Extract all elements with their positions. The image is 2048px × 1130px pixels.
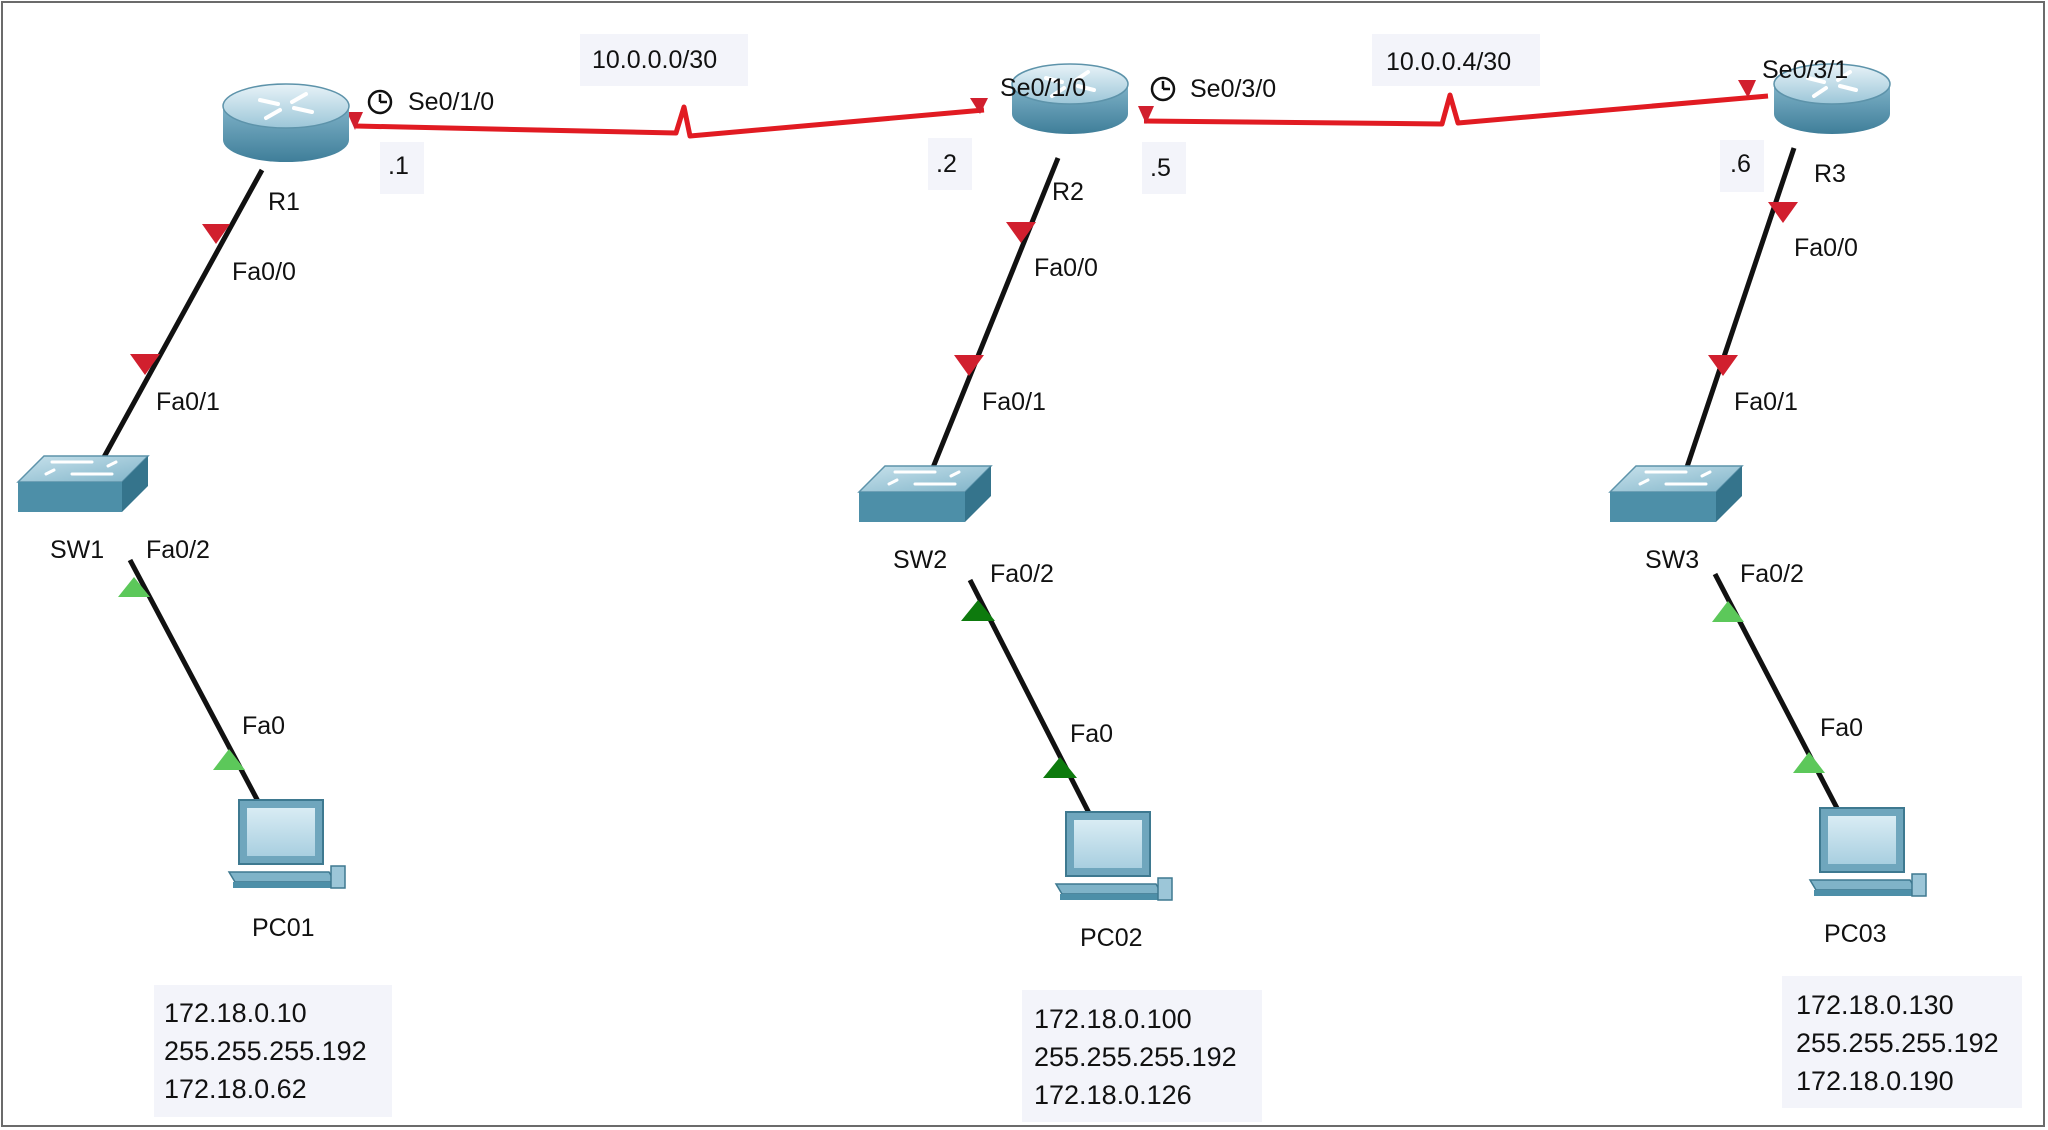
port-indicator-pc01-fa0	[213, 749, 245, 770]
port-label-sw3-fa0-2: Fa0/2	[1740, 560, 1804, 588]
serial-link-r2-r3[interactable]	[1143, 92, 1769, 127]
pc01-ip-address: 172.18.0.10	[164, 998, 307, 1028]
port-indicator-sw1-fa0-2	[118, 577, 150, 597]
network-label-r2-r3: 10.0.0.4/30	[1386, 48, 1511, 76]
pc03-ip-address: 172.18.0.130	[1796, 990, 1954, 1020]
pc02-default-gateway: 172.18.0.126	[1034, 1080, 1192, 1110]
host-label-r3: .6	[1730, 150, 1751, 178]
port-indicator-pc02-fa0	[1043, 757, 1077, 778]
host-note-r1-bg	[380, 142, 424, 194]
pc03-subnet-mask: 255.255.255.192	[1796, 1028, 1999, 1058]
host-note-r3-bg	[1720, 140, 1764, 192]
port-indicator-sw1-fa0-1	[130, 354, 160, 375]
device-label-sw1: SW1	[50, 536, 104, 564]
port-indicator-pc03-fa0	[1793, 752, 1825, 773]
device-label-sw3: SW3	[1645, 546, 1699, 574]
pc03-ip-note-bg	[1782, 976, 2022, 1108]
port-label-r3-se0-3-1: Se0/3/1	[1762, 56, 1848, 84]
port-label-sw1-fa0-1: Fa0/1	[156, 388, 220, 416]
pc02-subnet-mask: 255.255.255.192	[1034, 1042, 1237, 1072]
device-label-r2: R2	[1052, 178, 1084, 206]
ethernet-link-r2-sw2[interactable]	[929, 157, 1061, 471]
ethernet-link-r3-sw3[interactable]	[1683, 147, 1797, 471]
clock-icon	[1150, 76, 1176, 102]
port-indicator-r3-fa0-0	[1768, 202, 1798, 223]
pc01-subnet-mask: 255.255.255.192	[164, 1036, 367, 1066]
clock-icon	[367, 89, 393, 115]
network-label-r1-r2: 10.0.0.0/30	[592, 46, 717, 74]
host-label-r1: .1	[388, 152, 409, 180]
host-label-r2-left: .2	[936, 150, 957, 178]
pc-icon[interactable]	[1054, 811, 1173, 901]
port-indicator-r2-se0-1-0	[970, 98, 988, 114]
pc03-default-gateway: 172.18.0.190	[1796, 1066, 1954, 1096]
device-label-r1: R1	[268, 188, 300, 216]
port-label-sw2-fa0-2: Fa0/2	[990, 560, 1054, 588]
port-indicator-r3-se0-3-1	[1738, 80, 1756, 98]
host-label-r2-right: .5	[1150, 154, 1171, 182]
switch-icon[interactable]	[1608, 465, 1744, 522]
device-label-r3: R3	[1814, 160, 1846, 188]
router-icon[interactable]	[222, 83, 350, 162]
port-label-r2-se0-1-0: Se0/1/0	[1000, 74, 1086, 102]
network-note-r1-r2-bg	[580, 34, 748, 86]
pc01-ip-note-bg	[154, 985, 392, 1117]
port-label-r1-fa0-0: Fa0/0	[232, 258, 296, 286]
router-icon[interactable]	[1773, 63, 1891, 134]
port-label-r3-fa0-0: Fa0/0	[1794, 234, 1858, 262]
pc-icon[interactable]	[227, 799, 346, 889]
port-indicator-sw3-fa0-1	[1708, 355, 1738, 376]
serial-link-r1-r2[interactable]	[355, 104, 985, 139]
port-label-pc03-fa0: Fa0	[1820, 714, 1863, 742]
host-note-r2-right-bg	[1142, 142, 1186, 194]
switch-icon[interactable]	[16, 455, 150, 512]
pc01-default-gateway: 172.18.0.62	[164, 1074, 307, 1104]
pc-icon[interactable]	[1808, 807, 1927, 897]
port-label-r1-se0-1-0: Se0/1/0	[408, 88, 494, 116]
port-label-pc01-fa0: Fa0	[242, 712, 285, 740]
port-indicator-sw2-fa0-2	[961, 600, 995, 621]
host-note-r2-left-bg	[928, 138, 972, 190]
port-label-r2-fa0-0: Fa0/0	[1034, 254, 1098, 282]
pc02-ip-address: 172.18.0.100	[1034, 1004, 1192, 1034]
switch-icon[interactable]	[857, 465, 993, 522]
port-label-sw1-fa0-2: Fa0/2	[146, 536, 210, 564]
router-icon[interactable]	[1011, 63, 1129, 134]
device-label-pc02: PC02	[1080, 924, 1143, 952]
port-label-sw2-fa0-1: Fa0/1	[982, 388, 1046, 416]
pc02-ip-note-bg	[1022, 990, 1262, 1122]
port-indicator-sw2-fa0-1	[954, 355, 984, 376]
port-indicator-r2-se0-3-0	[1138, 106, 1154, 124]
port-label-pc02-fa0: Fa0	[1070, 720, 1113, 748]
port-indicator-sw3-fa0-2	[1712, 601, 1744, 622]
device-label-pc01: PC01	[252, 914, 315, 942]
port-indicator-r1-fa0-0	[202, 224, 230, 244]
port-indicator-r2-fa0-0	[1006, 222, 1036, 243]
network-note-r2-r3-bg	[1372, 34, 1540, 86]
device-label-sw2: SW2	[893, 546, 947, 574]
device-label-pc03: PC03	[1824, 920, 1887, 948]
port-indicator-r1-se0-1-0	[347, 112, 363, 130]
ethernet-link-r1-sw1[interactable]	[95, 168, 265, 470]
port-label-sw3-fa0-1: Fa0/1	[1734, 388, 1798, 416]
port-label-r2-se0-3-0: Se0/3/0	[1190, 75, 1276, 103]
